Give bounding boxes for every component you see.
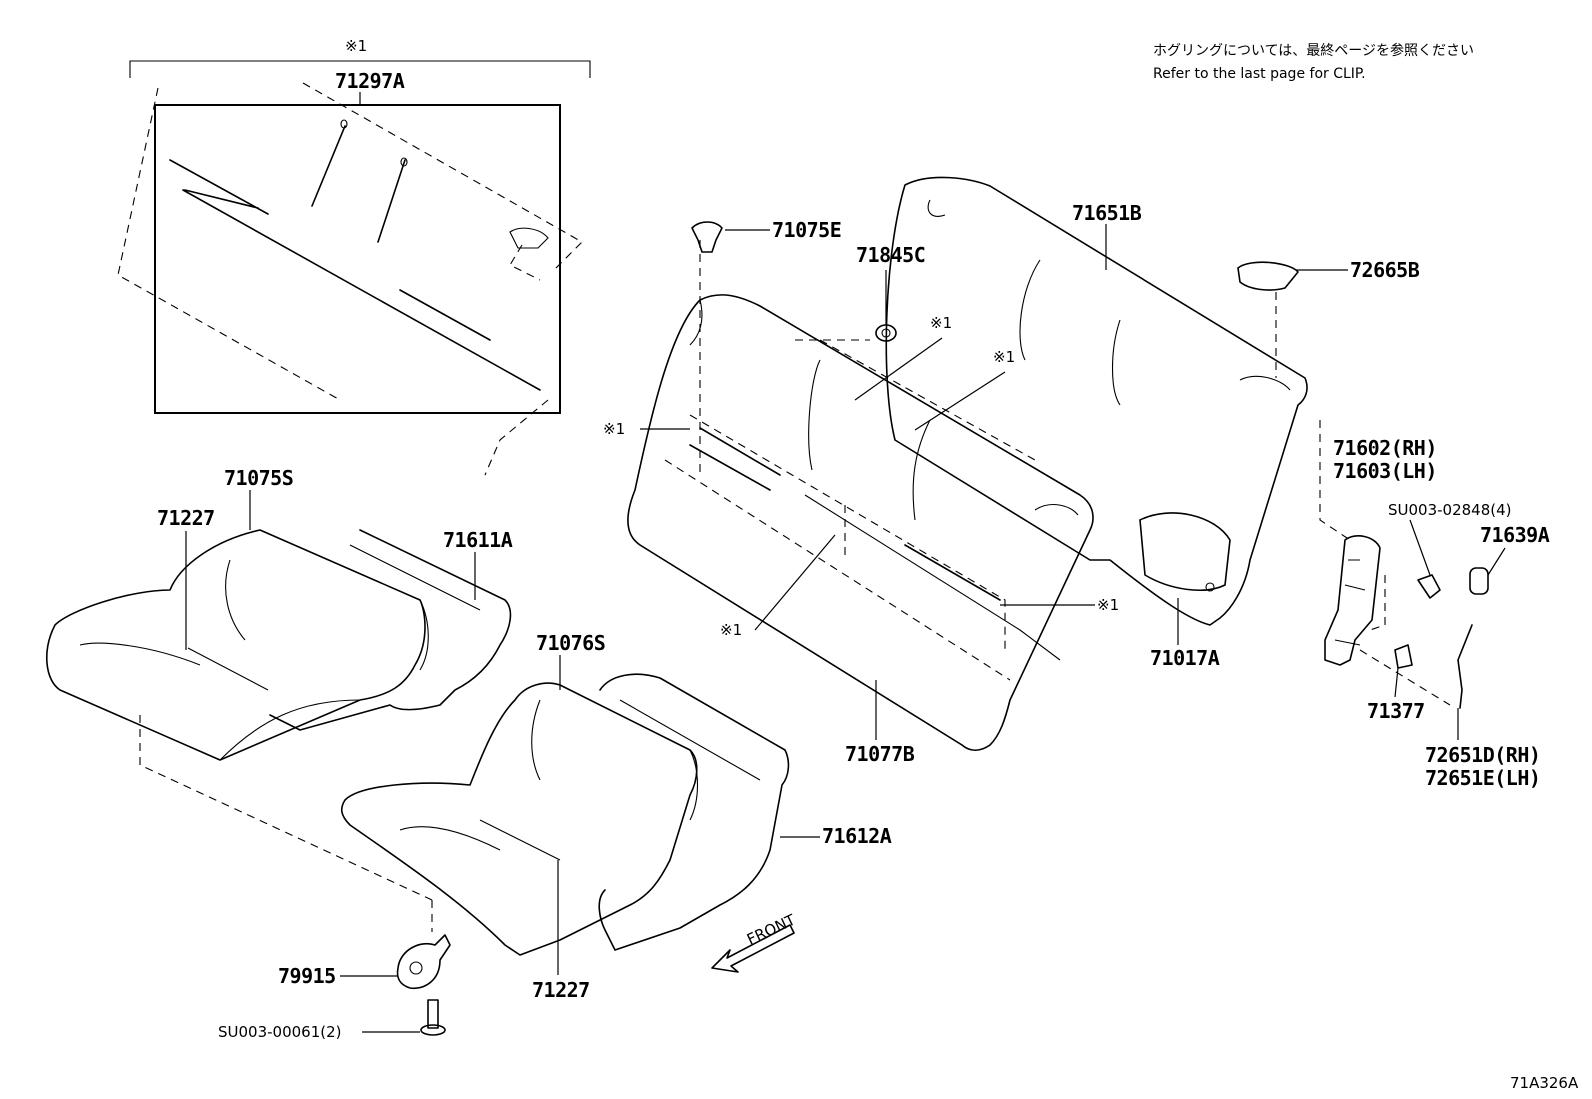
bolt-SU003-00061[interactable] [427,999,439,1029]
clip-71075E[interactable] [691,221,723,253]
label-72665B[interactable]: 72665B [1350,258,1420,282]
label-mark-1e: ※1 [720,621,742,639]
label-71075S[interactable]: 71075S [224,466,294,490]
cover-71075S-contours [79,559,361,761]
cover-71077B[interactable] [627,294,1094,752]
label-71612A[interactable]: 71612A [822,824,892,848]
label-71227-a[interactable]: 71227 [157,506,215,530]
label-SU003-00061[interactable]: SU003-00061(2) [218,1023,342,1041]
seat-cushion-assembly [45,529,790,1036]
seatback-dashed-lines [664,240,1036,681]
seatback-hog-rings [689,427,1001,601]
inset-dashed-outline [117,82,583,476]
label-72651D[interactable]: 72651D(RH) [1425,743,1541,767]
pad-71611A-contours [349,544,481,671]
label-71603[interactable]: 71603(LH) [1333,459,1437,483]
diagram-code: 71A326A [1510,1074,1579,1092]
inset-hook [509,227,549,249]
label-71377[interactable]: 71377 [1367,699,1425,723]
inset-box [154,104,561,414]
note-japanese: ホグリングについては、最終ページを参照ください [1153,42,1474,59]
label-SU003-02848[interactable]: SU003-02848(4) [1388,501,1512,519]
cover-contours [639,299,1079,746]
pad-contours [927,199,1291,406]
bracket-line [129,60,591,78]
label-71602[interactable]: 71602(RH) [1333,436,1437,460]
clip-71377[interactable] [1394,644,1413,669]
inset-71297A: ※1 71297A [117,37,591,476]
cover-71076S-contours [399,699,561,861]
label-71845C[interactable]: 71845C [856,243,926,267]
label-mark-1c: ※1 [603,420,625,438]
label-72651E[interactable]: 72651E(LH) [1425,766,1541,790]
rod-72651D[interactable] [1457,624,1473,709]
label-71227-b[interactable]: 71227 [532,978,590,1002]
label-71297A[interactable]: 71297A [335,69,405,93]
pad-71612A-contours [619,699,761,821]
cover-71076S[interactable] [340,682,698,956]
cover-72665B[interactable] [1237,261,1299,291]
bracket-details [1334,559,1366,646]
note-english: Refer to the last page for CLIP. [1153,66,1366,82]
pad-71017A[interactable] [1139,512,1231,591]
label-71611A[interactable]: 71611A [443,528,513,552]
label-79915[interactable]: 79915 [278,964,336,988]
lock-dashed [1319,420,1451,706]
bolt-SU003-02848[interactable] [1417,574,1441,599]
label-71651B[interactable]: 71651B [1072,201,1142,225]
bracket-mark: ※1 [345,37,367,55]
label-mark-1b: ※1 [993,348,1015,366]
pad-71611A[interactable] [269,529,512,731]
front-label: FRONT [744,910,799,948]
pad-71612A[interactable] [598,673,790,951]
label-71076S[interactable]: 71076S [536,631,606,655]
front-arrow-icon [711,924,795,973]
label-mark-1a: ※1 [930,314,952,332]
label-71017A[interactable]: 71017A [1150,646,1220,670]
cover-71075S[interactable] [45,529,426,761]
label-71075E[interactable]: 71075E [772,218,842,242]
seatback-assembly [627,176,1308,752]
hog-ring-wires [169,125,541,391]
cap-71639A[interactable] [1469,567,1489,595]
pad-71651B[interactable] [885,176,1308,626]
bracket-71602[interactable] [1324,535,1381,666]
hook-79915[interactable] [396,934,451,989]
label-71639A[interactable]: 71639A [1480,523,1550,547]
label-mark-1d: ※1 [1097,596,1119,614]
front-arrow: FRONT [711,910,799,973]
lock-assembly [1319,420,1489,709]
cushion-dashed [139,715,433,932]
label-71077B[interactable]: 71077B [845,742,915,766]
